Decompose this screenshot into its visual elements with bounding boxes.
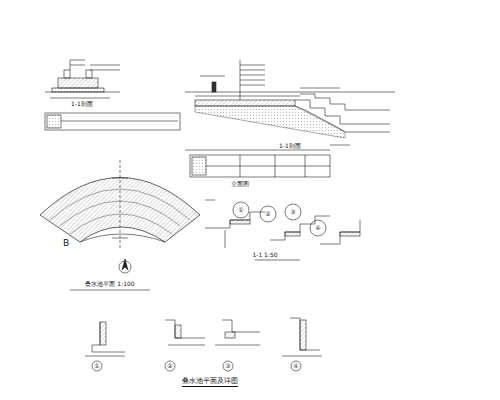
stepped-section [185, 60, 395, 138]
pool-plan-strip [45, 113, 180, 130]
step-details [205, 200, 360, 260]
section-title: 1-1剖面 [71, 101, 93, 107]
callout-number: ② [265, 211, 270, 217]
view-title: 立面图 [231, 181, 249, 187]
fan-pool-plan [40, 160, 200, 290]
sheet-title: 叠水池平面及详图 [182, 378, 238, 387]
elevation-view [185, 145, 350, 177]
callout-number: ② [167, 363, 172, 369]
callout-number: ④ [293, 363, 298, 369]
callout-number: ③ [225, 363, 230, 369]
pool-edge-section [45, 60, 120, 98]
detail-sections [85, 318, 322, 371]
section-mark: B [63, 239, 69, 248]
section-title: 1-1剖面 [279, 143, 301, 149]
callout-number: ① [94, 363, 99, 369]
detail-title: 1-1 1:50 [252, 252, 277, 258]
plan-title: 叠水池平面 1:100 [85, 281, 134, 287]
callout-number: ① [238, 207, 243, 213]
callout-number: ④ [315, 225, 320, 231]
callout-number: ③ [290, 209, 295, 215]
